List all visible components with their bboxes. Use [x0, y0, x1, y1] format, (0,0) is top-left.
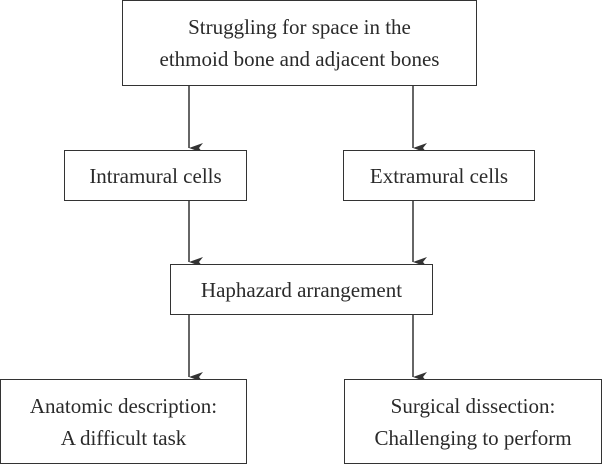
node-surgical-line-2: Challenging to perform — [374, 425, 572, 450]
node-top-line-1: Struggling for space in the — [188, 15, 411, 39]
node-surgical: Surgical dissection: Challenging to perf… — [344, 379, 602, 464]
node-intramural-label: Intramural cells — [89, 163, 222, 188]
node-anatomic-line-1: Anatomic description: — [29, 393, 218, 418]
node-extramural: Extramural cells — [343, 150, 535, 201]
node-intramural: Intramural cells — [64, 150, 247, 201]
node-anatomic: Anatomic description: A difficult task — [0, 379, 247, 464]
node-top-line-2: ethmoid bone and adjacent bones — [159, 47, 440, 71]
node-extramural-label: Extramural cells — [369, 163, 509, 188]
node-haphazard: Haphazard arrangement — [170, 264, 433, 315]
node-top: Struggling for space in the ethmoid bone… — [122, 0, 477, 86]
node-haphazard-label: Haphazard arrangement — [200, 277, 403, 302]
node-surgical-line-1: Surgical dissection: — [390, 393, 556, 418]
node-anatomic-line-2: A difficult task — [60, 425, 187, 450]
